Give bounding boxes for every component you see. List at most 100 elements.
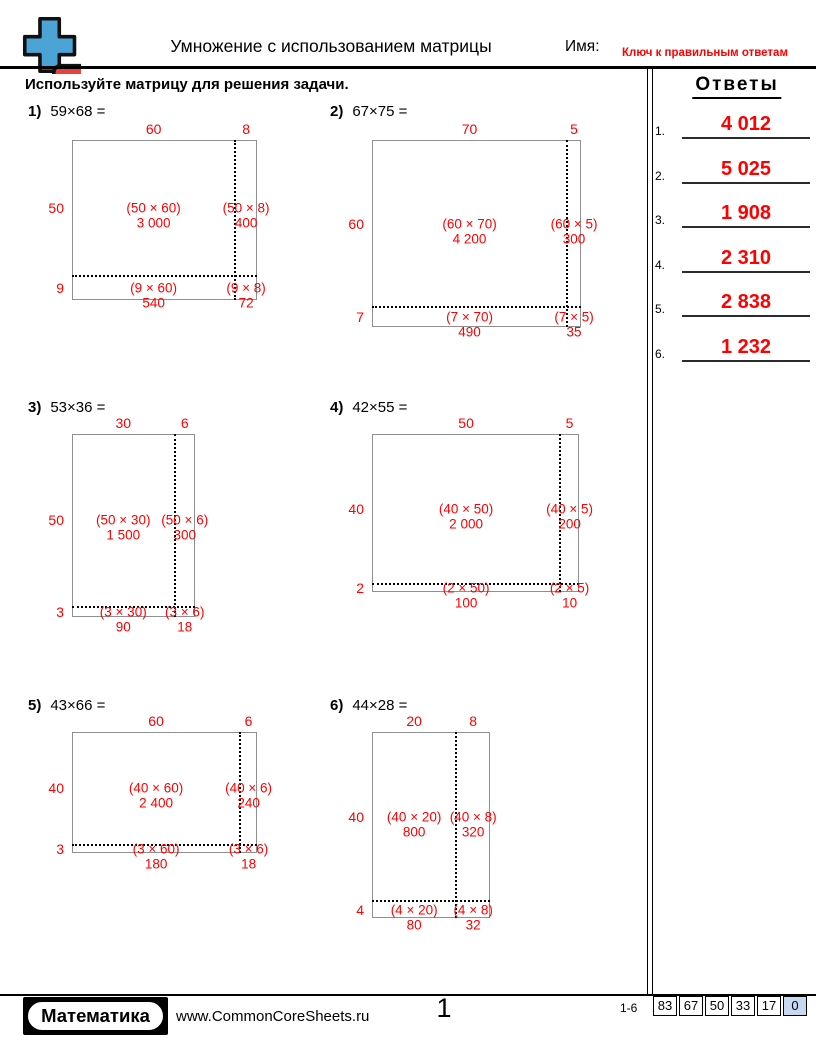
- plus-icon: [22, 16, 77, 74]
- problem-header: 5)43×66 =: [28, 697, 105, 714]
- answer-value: 1 908: [720, 202, 772, 225]
- footer-divider-line: [0, 994, 816, 996]
- problem-range-label: 1-6: [620, 1001, 638, 1015]
- cell-value: 32: [465, 917, 481, 933]
- row-label: 4: [356, 901, 364, 918]
- cell-value: 3 000: [136, 215, 171, 231]
- column-divider-dotted: [173, 434, 176, 617]
- column-label: 60: [145, 121, 162, 137]
- score-box: 50: [705, 996, 729, 1016]
- area-model-box: [72, 434, 195, 617]
- cell-formula: (9 × 60): [130, 280, 178, 296]
- cell-formula: (50 × 6): [161, 512, 209, 528]
- answer-row: 2.5 025: [652, 142, 812, 184]
- column-label: 60: [148, 713, 164, 729]
- cell-formula: (2 × 5): [549, 580, 590, 596]
- answer-value: 1 232: [720, 336, 772, 358]
- problem-header: 3) 53×36 =: [28, 399, 105, 416]
- cell-formula: (50 × 30): [96, 512, 151, 528]
- page-title: Умножение с использованием матрицы: [170, 36, 492, 56]
- row-label: 9: [56, 279, 64, 296]
- row-label: 50: [48, 512, 64, 529]
- cell-formula: (4 × 8): [453, 902, 493, 918]
- row-divider-dotted: [72, 605, 195, 608]
- cell-formula: (40 × 50): [438, 501, 494, 517]
- area-model-box: [72, 732, 257, 853]
- cell-value: 300: [562, 231, 586, 247]
- column-label: 50: [458, 415, 474, 431]
- answers-column-divider: [647, 69, 653, 994]
- cell-value: 10: [562, 595, 578, 611]
- answer-key-label: Ключ к правильным ответам: [622, 47, 788, 59]
- header-divider-line: [0, 66, 816, 69]
- column-label: 5: [570, 121, 578, 137]
- column-divider-dotted: [455, 732, 458, 918]
- problem-expression: 53×36 =: [50, 399, 106, 416]
- row-divider-dotted: [72, 274, 257, 277]
- problem-header: 4)42×55 =: [330, 399, 407, 416]
- score-box: 0: [783, 996, 807, 1016]
- problem-number: 3): [28, 399, 42, 416]
- answer-row: 6.1 232: [652, 320, 812, 362]
- row-label: 60: [348, 215, 364, 232]
- cell-value: 240: [237, 795, 260, 811]
- problem-number: 2): [330, 103, 344, 120]
- cell-formula: (3 × 6): [165, 604, 205, 620]
- website-text: www.CommonCoreSheets.ru: [176, 1008, 370, 1025]
- cell-formula: (40 × 20): [386, 809, 442, 825]
- answer-number: 4.: [655, 257, 666, 272]
- cell-value: 35: [566, 324, 582, 340]
- column-label: 8: [469, 713, 478, 729]
- cell-value: 180: [144, 856, 168, 872]
- column-label: 30: [115, 415, 132, 431]
- cell-value: 100: [454, 595, 478, 611]
- row-divider-dotted: [372, 306, 581, 309]
- cell-formula: (40 × 5): [546, 501, 594, 517]
- answers-header: Ответы: [692, 74, 782, 99]
- column-divider-dotted: [559, 434, 562, 592]
- column-label: 6: [180, 415, 189, 431]
- cell-formula: (40 × 6): [225, 780, 273, 796]
- cell-formula: (2 × 50): [442, 580, 490, 596]
- answer-value: 2 838: [720, 291, 772, 314]
- cell-value: 18: [177, 619, 193, 635]
- area-model-box: [372, 434, 579, 592]
- cell-value: 400: [234, 215, 258, 231]
- cell-formula: (60 × 70): [442, 216, 497, 232]
- answer-number: 1.: [655, 124, 666, 138]
- problem-header: 2)67×75 =: [330, 103, 407, 120]
- row-divider-dotted: [72, 843, 257, 846]
- cell-value: 18: [241, 856, 257, 872]
- score-box: 83: [653, 996, 677, 1016]
- page-number: 1: [436, 993, 452, 1023]
- answer-row: 4.2 310: [652, 231, 812, 273]
- row-label: 50: [48, 199, 64, 216]
- row-label: 3: [56, 603, 64, 620]
- cell-formula: (50 × 8): [222, 200, 270, 216]
- cell-formula: (40 × 8): [449, 809, 497, 825]
- cell-formula: (60 × 5): [550, 216, 598, 232]
- answer-blank-line: [682, 360, 810, 362]
- column-divider-dotted: [234, 140, 237, 300]
- answer-blank-line: [682, 181, 810, 184]
- problem-expression: 42×55 =: [352, 399, 408, 416]
- name-label: Имя:: [565, 38, 600, 55]
- answer-number: 2.: [655, 168, 666, 183]
- answer-blank-line: [682, 270, 810, 273]
- answer-row: 5.2 838: [652, 275, 812, 318]
- cell-formula: (3 × 60): [132, 841, 180, 857]
- row-label: 40: [348, 501, 364, 518]
- column-label: 20: [406, 713, 422, 729]
- cell-value: 80: [406, 917, 422, 933]
- cell-value: 300: [173, 527, 197, 543]
- row-label: 7: [356, 309, 364, 326]
- row-divider-dotted: [372, 583, 579, 586]
- cell-formula: (9 × 8): [226, 280, 266, 296]
- column-divider-dotted: [566, 140, 569, 327]
- cell-formula: (7 × 5): [554, 309, 594, 325]
- answer-blank-line: [682, 315, 810, 318]
- column-label: 70: [461, 121, 478, 137]
- problem-header: 1)59×68 =: [28, 103, 105, 120]
